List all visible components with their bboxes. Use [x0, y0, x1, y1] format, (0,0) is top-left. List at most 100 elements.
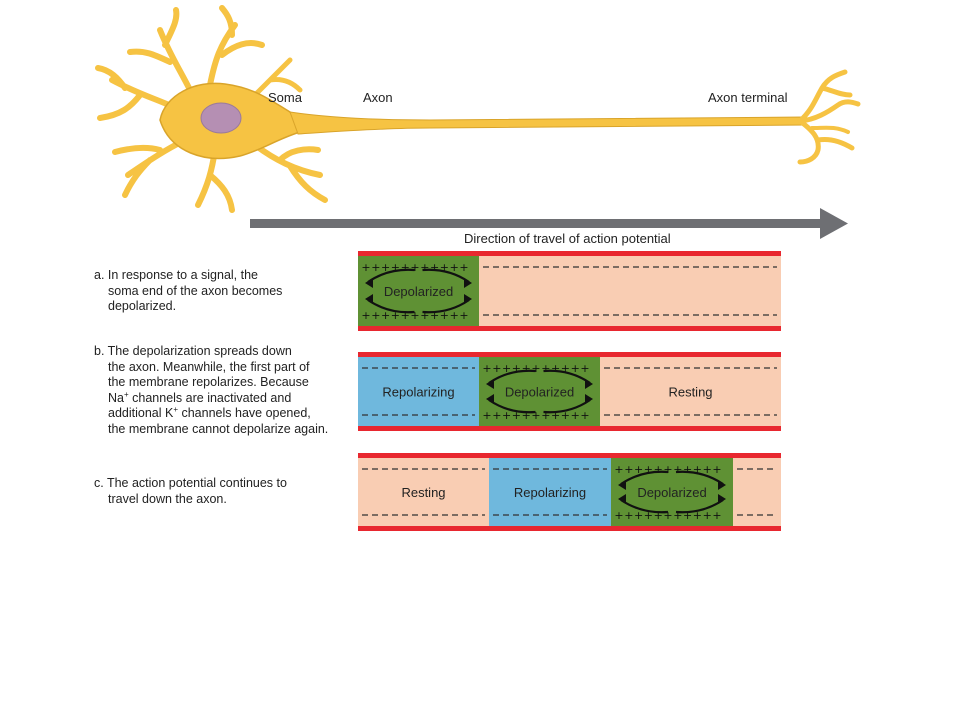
charge-plus-top: + — [614, 463, 623, 476]
zone-label-repolarizing: Repolarizing — [382, 385, 454, 400]
axon-terminal — [797, 69, 861, 165]
charge-plus-top: + — [654, 463, 663, 476]
charge-plus-top: + — [580, 362, 589, 375]
charge-plus-top: + — [571, 362, 580, 375]
zone-resting — [358, 458, 489, 526]
ion-k-charge: + — [173, 404, 178, 414]
direction-arrow — [250, 208, 848, 239]
axon-label: Axon — [363, 90, 393, 105]
current-arrow — [620, 470, 669, 485]
charge-plus-bottom: + — [420, 309, 429, 322]
zone-resting — [733, 458, 781, 526]
charge-plus-bottom: + — [561, 409, 570, 422]
charge-plus-bottom: + — [450, 309, 459, 322]
arrow-head — [464, 278, 472, 288]
step-c-text: c. The action potential continues to tra… — [94, 476, 364, 507]
membrane-top — [358, 453, 781, 458]
charge-plus-top: + — [673, 463, 682, 476]
charge-plus-bottom: + — [703, 509, 712, 522]
step-b-line-4: Na+ channels are inactivated and — [94, 390, 364, 407]
zone-label-depolarized: Depolarized — [384, 284, 453, 299]
charge-plus-top: + — [502, 362, 511, 375]
zone-repolarizing — [489, 458, 611, 526]
charge-plus-bottom: + — [502, 409, 511, 422]
charge-plus-top: + — [644, 463, 653, 476]
charge-plus-top: + — [381, 261, 390, 274]
charge-plus-top: + — [551, 362, 560, 375]
charge-plus-bottom: + — [512, 409, 521, 422]
charge-plus-bottom: + — [531, 409, 540, 422]
charge-plus-bottom: + — [644, 509, 653, 522]
arrow-head — [618, 494, 626, 504]
arrow-head — [486, 379, 494, 389]
step-c-line-1: c. The action potential continues to — [94, 476, 287, 490]
charge-plus-bottom: + — [712, 509, 721, 522]
current-arrow — [488, 369, 536, 384]
membrane-panel-b: Repolarizing++++++++++++++++++++++Depola… — [358, 352, 781, 431]
step-b-line-4-text: channels are inactivated and — [132, 390, 292, 405]
charge-plus-bottom: + — [693, 509, 702, 522]
charge-plus-top: + — [561, 362, 570, 375]
nucleus — [200, 102, 242, 134]
charge-plus-bottom: + — [430, 309, 439, 322]
charge-plus-top: + — [624, 463, 633, 476]
arrow-head — [585, 394, 593, 404]
step-a-line-1: a. In response to a signal, the — [94, 268, 258, 282]
charge-plus-bottom: + — [391, 309, 400, 322]
charge-plus-bottom: + — [440, 309, 449, 322]
step-b-line-6: the membrane cannot depolarize again. — [108, 421, 329, 436]
zone-depolarized — [479, 357, 600, 426]
charge-plus-top: + — [663, 463, 672, 476]
charge-plus-top: + — [371, 261, 380, 274]
zone-depolarized — [358, 256, 479, 326]
zone-label-depolarized: Depolarized — [637, 485, 706, 500]
arrow-head — [718, 480, 726, 490]
charge-plus-top: + — [683, 463, 692, 476]
charge-plus-top: + — [703, 463, 712, 476]
zone-depolarized — [611, 458, 733, 526]
charge-plus-bottom: + — [654, 509, 663, 522]
step-b-text: b. The depolarization spreads down the a… — [94, 344, 364, 437]
charge-plus-top: + — [522, 362, 531, 375]
step-b-line-2: the axon. Meanwhile, the first part of — [108, 359, 310, 374]
step-a-text: a. In response to a signal, the soma end… — [94, 268, 364, 315]
step-b-line-3: the membrane repolarizes. Because — [108, 375, 309, 389]
ion-k: additional K — [108, 406, 174, 420]
step-c-line-2: travel down the axon. — [108, 491, 227, 506]
zone-label-repolarizing: Repolarizing — [514, 485, 586, 500]
charge-plus-top: + — [482, 362, 491, 375]
charge-plus-bottom: + — [663, 509, 672, 522]
axon-shape — [289, 111, 806, 135]
axon-terminal-label: Axon terminal — [708, 90, 788, 105]
zone-repolarizing — [358, 357, 479, 426]
charge-plus-bottom: + — [522, 409, 531, 422]
zone-resting — [600, 357, 781, 426]
arrow-head — [718, 494, 726, 504]
arrow-head — [585, 379, 593, 389]
current-arrow — [675, 470, 724, 485]
current-arrow — [620, 499, 669, 514]
charge-plus-top: + — [531, 362, 540, 375]
charge-plus-top: + — [420, 261, 429, 274]
zone-label-resting: Resting — [401, 485, 445, 500]
membrane-bottom — [358, 326, 781, 331]
charge-plus-top: + — [391, 261, 400, 274]
charge-plus-top: + — [401, 261, 410, 274]
zone-resting — [479, 256, 781, 326]
ion-na: Na — [108, 390, 124, 405]
charge-plus-bottom: + — [614, 509, 623, 522]
step-b-line-5-text: channels have opened, — [181, 406, 311, 420]
charge-plus-top: + — [430, 261, 439, 274]
charge-plus-bottom: + — [624, 509, 633, 522]
zone-label-depolarized: Depolarized — [505, 385, 574, 400]
arrow-head — [486, 394, 494, 404]
charge-plus-bottom: + — [381, 309, 390, 322]
charge-plus-top: + — [410, 261, 419, 274]
charge-plus-top: + — [634, 463, 643, 476]
charge-plus-bottom: + — [580, 409, 589, 422]
charge-plus-bottom: + — [371, 309, 380, 322]
step-b-line-1: b. The depolarization spreads down — [94, 344, 292, 358]
arrow-head — [618, 480, 626, 490]
